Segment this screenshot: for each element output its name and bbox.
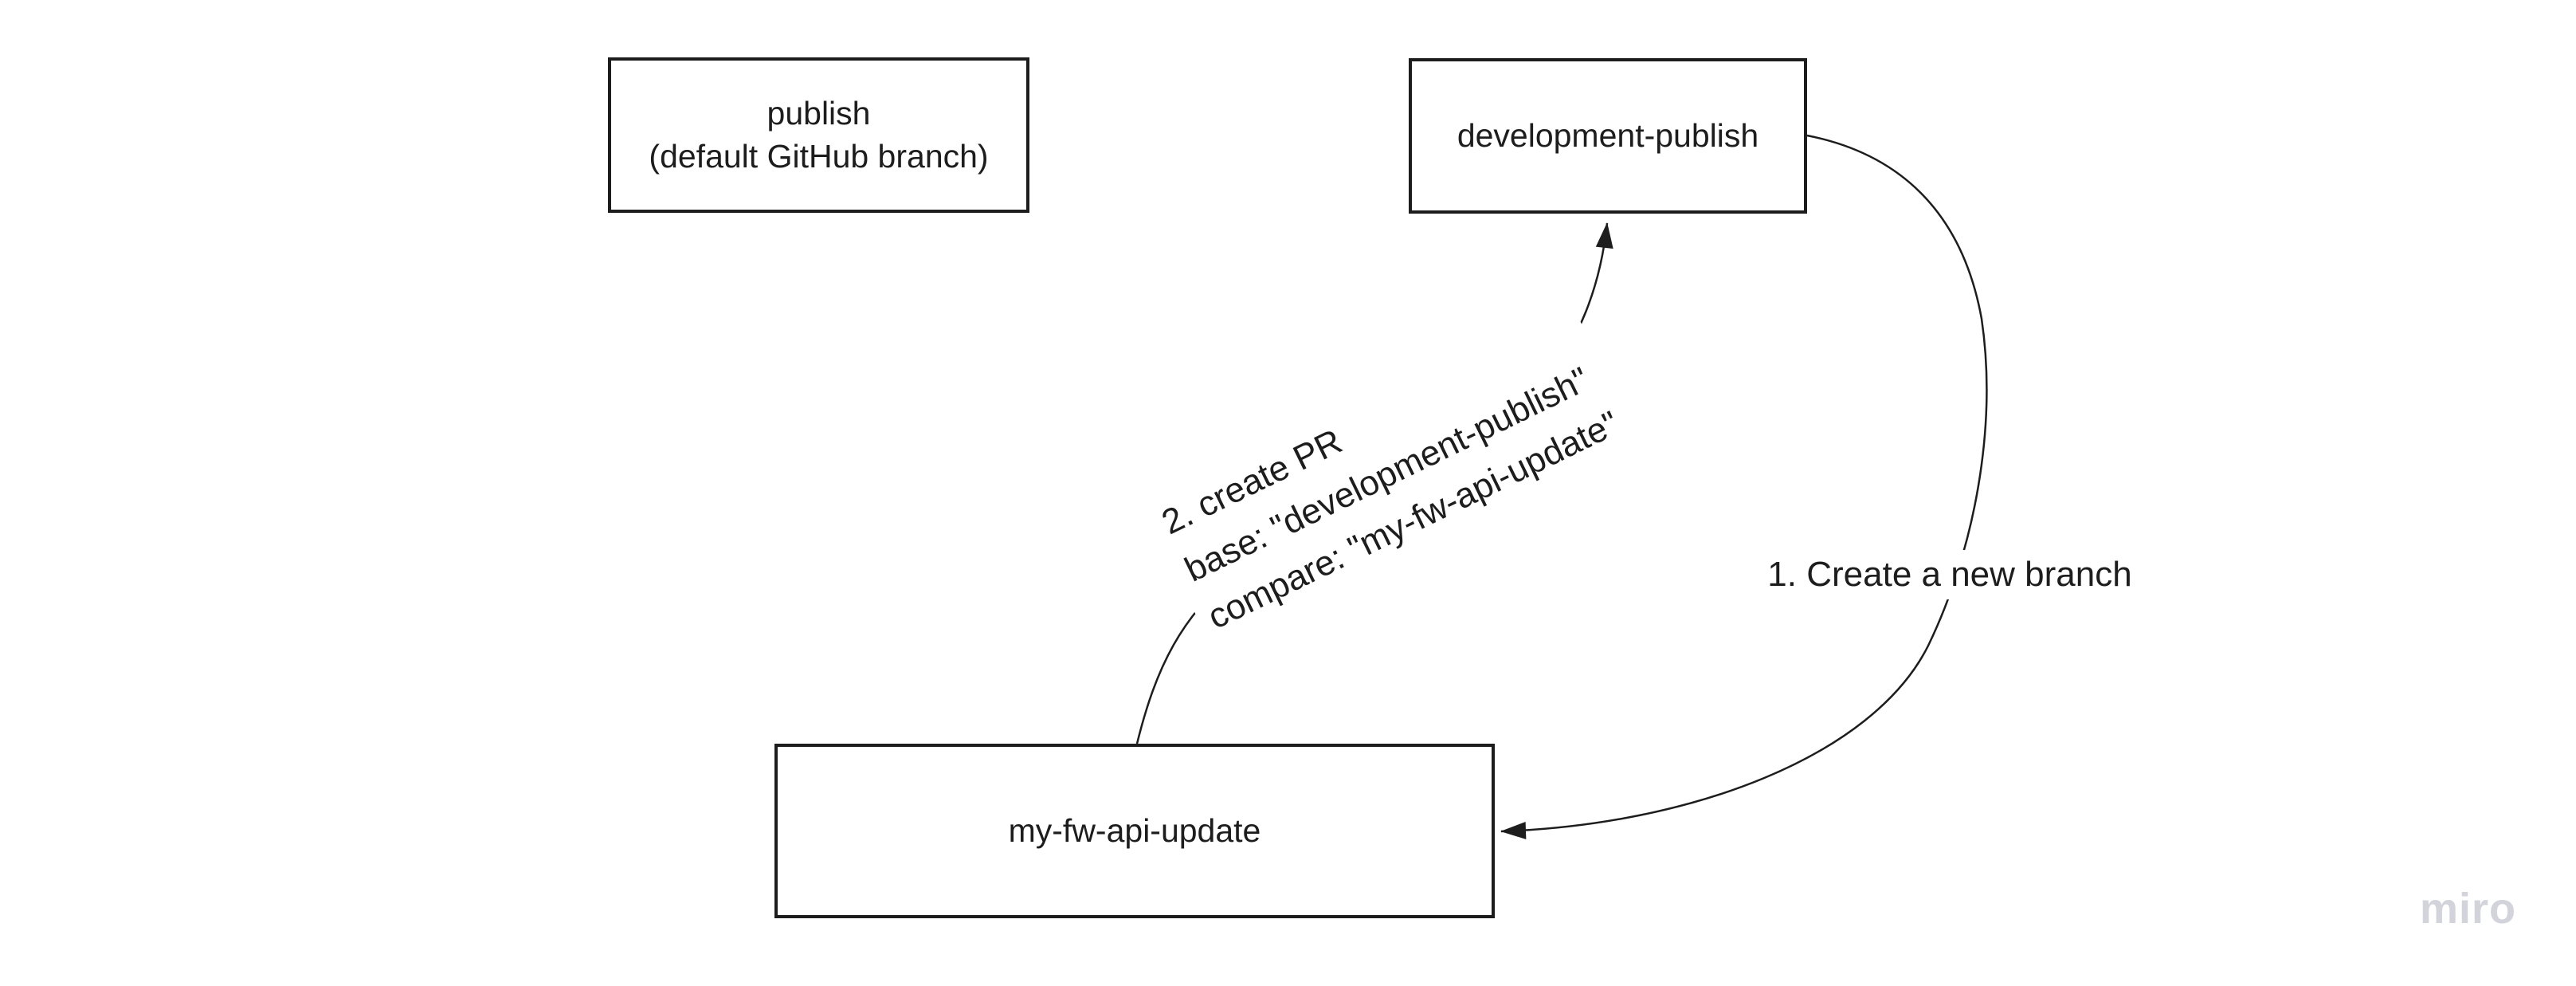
connector-create-branch-arrow[interactable] (1500, 134, 1988, 839)
miro-watermark-logo: miro (2419, 885, 2516, 933)
connector-label-create-branch[interactable]: 1. Create a new branch (1753, 550, 2147, 599)
branch-node-development-publish[interactable]: development-publish (1409, 58, 1807, 214)
branch-node-my-fw-api-update[interactable]: my-fw-api-update (774, 744, 1495, 918)
branch-node-development-publish-label: development-publish (1457, 116, 1759, 154)
branch-node-publish[interactable]: publish (default GitHub branch) (608, 57, 1029, 213)
branch-node-publish-label-line1: publish (767, 95, 871, 132)
branch-node-publish-label-line2: (default GitHub branch) (649, 137, 989, 175)
branch-node-my-fw-api-update-label: my-fw-api-update (1008, 811, 1261, 849)
